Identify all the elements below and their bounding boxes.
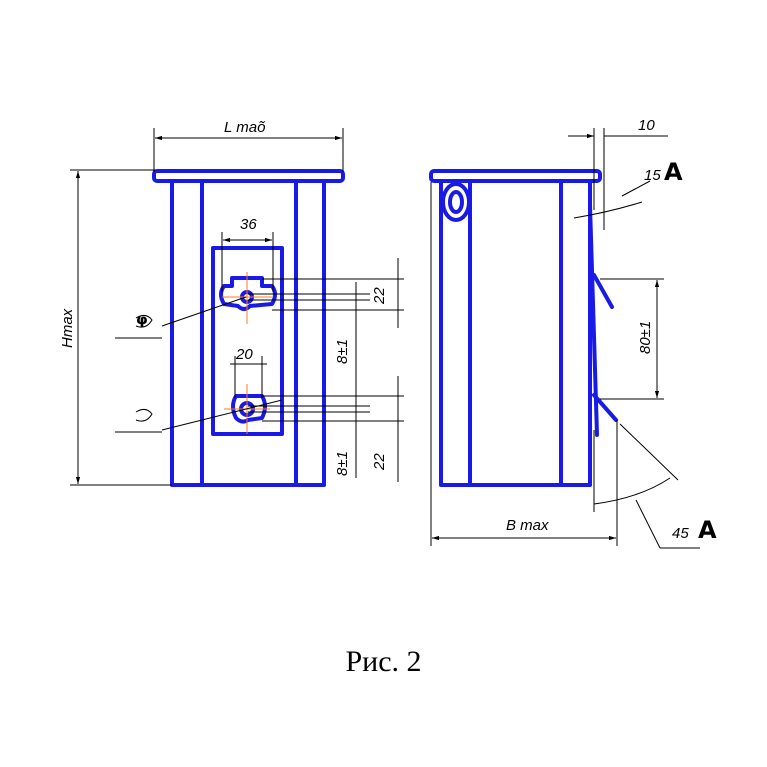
dim-22-upper-label: 22 (371, 287, 388, 305)
height-dim-label: Hmax (59, 308, 76, 348)
dim-22-lower-label: 22 (371, 453, 388, 471)
thread-symbol-upper-icon: ᵠ (136, 310, 148, 338)
dim-80-label: 80±1 (637, 321, 654, 354)
front-view: L maõ Hmax 36 20 (59, 119, 404, 487)
height-dimension-front: Hmax (59, 169, 172, 486)
side-hole-outer (441, 182, 471, 222)
figure-caption: Рис. 2 (345, 645, 422, 678)
upper-keyhole-slot (219, 276, 277, 311)
front-body (170, 179, 326, 487)
side-view: 10 15 A 80±1 45 A B max (429, 117, 717, 549)
lower-hook (592, 393, 618, 422)
width-dimension-front: L maõ (153, 119, 344, 172)
dim-8-upper-label: 8±1 (334, 339, 351, 364)
slot-spacing-36: 36 (221, 216, 274, 292)
dim-8-lower-label: 8±1 (334, 451, 351, 476)
angle-15-label: 15 (644, 167, 661, 184)
dim-20-label: 20 (235, 346, 253, 363)
slot-spacing-20: 20 (230, 346, 267, 398)
side-body (439, 179, 592, 487)
dim-10-label: 10 (638, 117, 655, 134)
side-hole-inner (448, 190, 464, 214)
width-dim-label: L maõ (224, 119, 265, 136)
dim-36-label: 36 (240, 216, 257, 233)
leader-lower (161, 399, 283, 431)
side-width-dim-label: B max (506, 517, 549, 534)
upper-hook (592, 273, 614, 309)
leader-upper (161, 296, 247, 327)
angle-45-label: 45 (672, 525, 689, 542)
angle-symbol-bottom-icon: A (698, 516, 717, 544)
angle-symbol-top-icon: A (664, 158, 683, 186)
